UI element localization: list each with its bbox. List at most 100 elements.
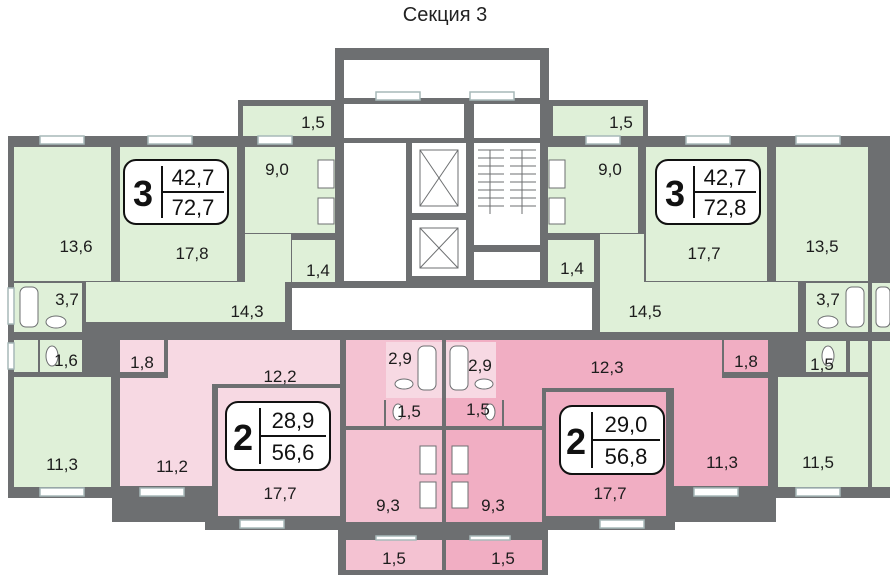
room-labels: 1,5 1,5 9,0 9,0 13,6 17,8 17,7 13,5 1,4 … [46, 113, 840, 568]
room-area: 1,5 [301, 113, 325, 132]
total-area: 72,8 [704, 195, 747, 220]
room-area: 3,7 [55, 290, 79, 309]
sink-icon [817, 315, 839, 329]
room-area: 9,3 [376, 496, 400, 515]
core [292, 60, 592, 330]
sink-icon [419, 481, 437, 509]
room-area: 14,3 [230, 302, 263, 321]
room-area: 9,3 [481, 496, 505, 515]
hall [86, 282, 285, 322]
stove-icon [548, 159, 566, 189]
stove-icon [451, 445, 469, 475]
room-area: 3,7 [816, 290, 840, 309]
room-area: 1,5 [466, 400, 490, 419]
room-area: 12,3 [590, 358, 623, 377]
core-symbols [419, 149, 536, 269]
total-area: 56,6 [272, 440, 315, 465]
bathtub-icon [417, 345, 437, 391]
sink-icon [45, 315, 67, 329]
room-area: 2,9 [468, 356, 492, 375]
bathtub-icon [845, 286, 865, 328]
room-area: 11,5 [802, 453, 834, 472]
room-area: 11,2 [156, 457, 188, 476]
stove-icon [317, 159, 335, 189]
room-area: 17,8 [175, 244, 208, 263]
hall [850, 341, 868, 372]
room-area: 1,4 [560, 259, 584, 278]
sink-icon [451, 481, 469, 509]
hall [120, 340, 164, 372]
hall [724, 340, 768, 372]
windows [7, 91, 841, 541]
room-area: 1,5 [609, 113, 633, 132]
hall [245, 234, 291, 282]
sink-icon [548, 197, 566, 225]
hall [504, 400, 542, 426]
total-area: 56,8 [605, 444, 648, 469]
room-area: 1,5 [397, 402, 421, 421]
rooms-count: 2 [566, 421, 586, 462]
hall [600, 234, 644, 282]
section-title: Секция 3 [402, 4, 488, 26]
apartment-badge: 3 42,7 72,7 [123, 159, 229, 225]
balcony [346, 540, 442, 570]
apartment-badge: 3 42,7 72,8 [655, 159, 761, 225]
room [14, 377, 111, 487]
apartment-badge: 2 28,9 56,6 [225, 401, 331, 471]
room-area: 11,3 [706, 453, 738, 472]
apartment-badge: 2 29,0 56,8 [559, 405, 665, 475]
room [674, 378, 768, 486]
toilet-icon [392, 403, 404, 421]
total-area: 72,7 [172, 195, 215, 220]
bathtub-icon [19, 286, 39, 328]
bathtub-icon [875, 286, 890, 328]
room-area: 12,2 [263, 367, 296, 386]
living-area: 42,7 [704, 165, 747, 190]
stove-icon [419, 445, 437, 475]
rooms-count: 3 [133, 173, 153, 214]
room [14, 147, 111, 281]
balcony [553, 106, 643, 136]
toilet-icon [821, 345, 835, 367]
room-area: 13,6 [59, 237, 92, 256]
living-area: 42,7 [172, 165, 215, 190]
room-area: 1,4 [306, 261, 330, 280]
fixtures [19, 159, 890, 509]
room-area: 13,5 [805, 237, 838, 256]
living-area: 28,9 [272, 408, 315, 433]
room-area: 17,7 [263, 484, 296, 503]
stair-icon [478, 149, 536, 214]
stair [474, 252, 540, 280]
room-area: 9,0 [598, 160, 622, 179]
sink-icon [474, 378, 494, 390]
room-area: 1,8 [130, 353, 154, 372]
balcony [243, 106, 331, 136]
toilet-icon [484, 403, 496, 421]
rooms-count: 3 [665, 173, 685, 214]
room [778, 377, 868, 487]
balcony [446, 540, 542, 570]
room-area: 1,5 [810, 355, 834, 374]
room-area: 11,3 [46, 455, 78, 474]
storage [292, 240, 335, 282]
hall [600, 282, 798, 332]
sink-icon [317, 197, 335, 225]
room-area: 1,8 [734, 352, 758, 371]
corridor [292, 288, 592, 330]
living-area: 29,0 [605, 412, 648, 437]
room [120, 378, 212, 486]
hall [14, 340, 38, 372]
room [872, 341, 890, 487]
room-area: 17,7 [687, 244, 720, 263]
storage [548, 240, 594, 282]
bathtub-icon [449, 345, 469, 391]
room-area: 17,7 [593, 484, 626, 503]
room-area: 1,5 [382, 549, 406, 568]
room-area: 2,9 [388, 349, 412, 368]
room-area: 1,6 [54, 351, 78, 370]
toilet-icon [45, 345, 59, 367]
rooms-count: 2 [233, 417, 253, 458]
sink-icon [394, 378, 414, 390]
room-area: 14,5 [628, 302, 661, 321]
